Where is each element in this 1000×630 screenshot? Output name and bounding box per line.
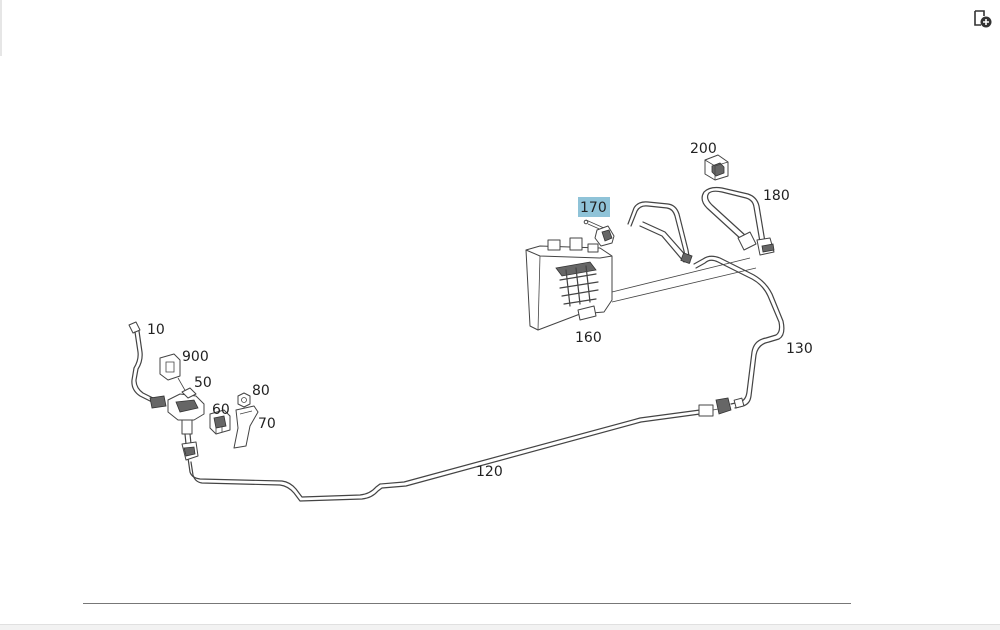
add-to-list-button[interactable] bbox=[972, 8, 994, 30]
callout-200[interactable]: 200 bbox=[690, 141, 717, 157]
canister-160-drawing bbox=[525, 237, 613, 331]
line-130-drawing bbox=[693, 255, 785, 409]
vent-tube-loop-drawing bbox=[627, 201, 693, 264]
add-to-list-icon bbox=[974, 10, 992, 28]
diagram-bottom-divider bbox=[83, 603, 851, 604]
callout-900[interactable]: 900 bbox=[182, 349, 209, 365]
valve-170-drawing bbox=[583, 219, 615, 247]
callout-10[interactable]: 10 bbox=[147, 322, 165, 338]
callout-180[interactable]: 180 bbox=[763, 188, 790, 204]
callout-130[interactable]: 130 bbox=[786, 341, 813, 357]
callout-60[interactable]: 60 bbox=[212, 402, 230, 418]
left-panel-edge bbox=[0, 0, 2, 56]
bracket-70-drawing bbox=[233, 405, 259, 449]
callout-70[interactable]: 70 bbox=[258, 416, 276, 432]
connector-60-drawing bbox=[209, 409, 231, 435]
callout-170[interactable]: 170 bbox=[580, 200, 607, 216]
hose-180-drawing bbox=[701, 186, 775, 256]
leader-line-160 bbox=[611, 257, 751, 293]
callout-80[interactable]: 80 bbox=[252, 383, 270, 399]
bracket-900-drawing bbox=[159, 353, 187, 393]
footer-band bbox=[0, 624, 1000, 630]
line-120-drawing bbox=[187, 397, 732, 502]
nut-80-drawing bbox=[237, 392, 251, 408]
hose-10-drawing bbox=[128, 321, 167, 409]
leader-line-160b bbox=[611, 267, 757, 303]
callout-170-highlight bbox=[578, 197, 610, 217]
clip-200-drawing bbox=[704, 154, 729, 181]
callout-160[interactable]: 160 bbox=[575, 330, 602, 346]
pump-50-drawing bbox=[167, 387, 205, 461]
callout-50[interactable]: 50 bbox=[194, 375, 212, 391]
callout-120[interactable]: 120 bbox=[476, 464, 503, 480]
